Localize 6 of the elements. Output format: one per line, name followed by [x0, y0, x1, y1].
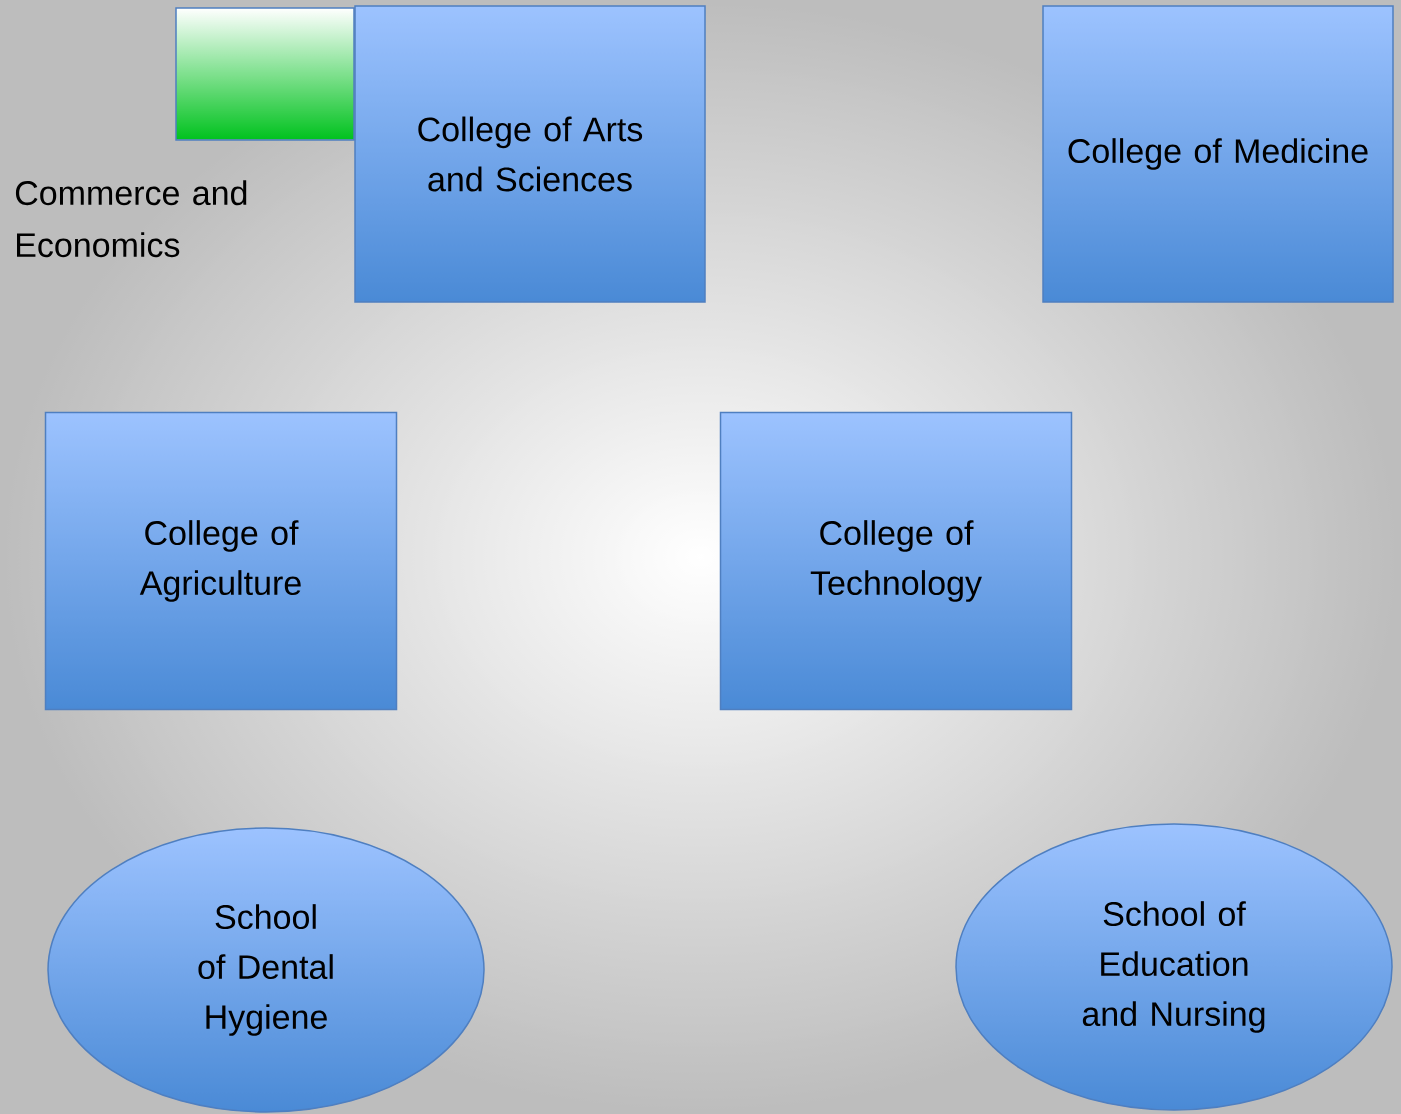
college-box: College of Arts and Sciences: [354, 5, 706, 303]
college-box: College of Technology: [719, 411, 1073, 711]
college-box: College of Agriculture: [44, 411, 398, 711]
empty-box: [175, 7, 355, 141]
college-box: College of Medicine: [1042, 5, 1394, 303]
text-label: Commerce and Economics: [15, 180, 247, 258]
